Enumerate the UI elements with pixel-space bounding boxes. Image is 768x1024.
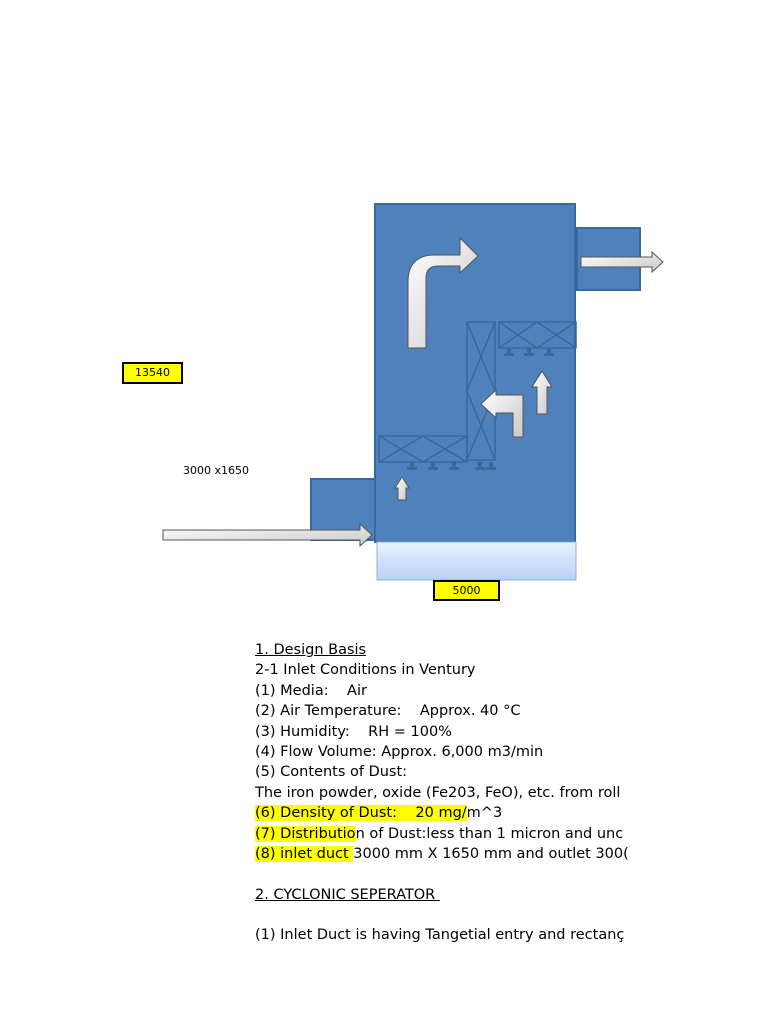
distribution-highlight: (7) Distributio	[255, 825, 356, 842]
distribution-line: (7) Distribution of Dust:less than 1 mic…	[255, 824, 682, 844]
cyclonic-separator-heading: 2. CYCLONIC SEPERATOR	[255, 886, 440, 903]
small-up-arrow	[394, 476, 410, 501]
inlet-flow-arrow	[162, 522, 373, 548]
scrubber-diagram	[162, 203, 664, 581]
outlet-flow-arrow	[580, 250, 664, 274]
width-dimension-label: 5000	[433, 580, 500, 601]
air-temperature-line: (2) Air Temperature: Approx. 40 °C	[255, 703, 521, 720]
contents-line: (5) Contents of Dust:	[255, 764, 408, 781]
upper-spray-nozzles	[504, 348, 554, 356]
contents-detail-line: The iron powder, oxide (Fe203, FeO), etc…	[255, 784, 621, 801]
lower-packing-bed	[378, 435, 468, 463]
upper-packing-bed	[498, 321, 577, 349]
lower-spray-nozzles	[407, 462, 496, 470]
design-notes: 1. Design Basis 2-1 Inlet Conditions in …	[255, 640, 682, 946]
inlet-size-label: 3000 x1650	[183, 464, 249, 477]
inlet-duct-highlight: (8) inlet duct	[255, 845, 354, 862]
top-bent-arrow	[407, 236, 479, 349]
flow-volume-line: (4) Flow Volume: Approx. 6,000 m3/min	[255, 743, 544, 760]
density-line: (6) Density of Dust: 20 mg/m^3	[255, 803, 682, 823]
height-dimension-label: 13540	[122, 362, 183, 384]
inlet-conditions-line: 2-1 Inlet Conditions in Ventury	[255, 662, 476, 679]
media-line: (1) Media: Air	[255, 682, 367, 699]
inlet-duct-note-line: (1) Inlet Duct is having Tangetial entry…	[255, 927, 625, 944]
density-highlight: (6) Density of Dust: 20 mg/	[255, 805, 467, 822]
density-rest: m^3	[466, 805, 503, 822]
inlet-duct-rest: 3000 mm X 1650 mm and outlet 300(	[353, 845, 629, 862]
distribution-rest: n of Dust:less than 1 micron and unc	[355, 825, 624, 842]
humidity-line: (3) Humidity: RH = 100%	[255, 723, 452, 740]
right-up-arrow	[531, 370, 553, 415]
hopper	[376, 541, 577, 581]
design-basis-heading: 1. Design Basis	[255, 642, 367, 658]
inlet-duct-line: (8) inlet duct 3000 mm X 1650 mm and out…	[255, 844, 682, 864]
bent-left-arrow	[480, 388, 524, 438]
